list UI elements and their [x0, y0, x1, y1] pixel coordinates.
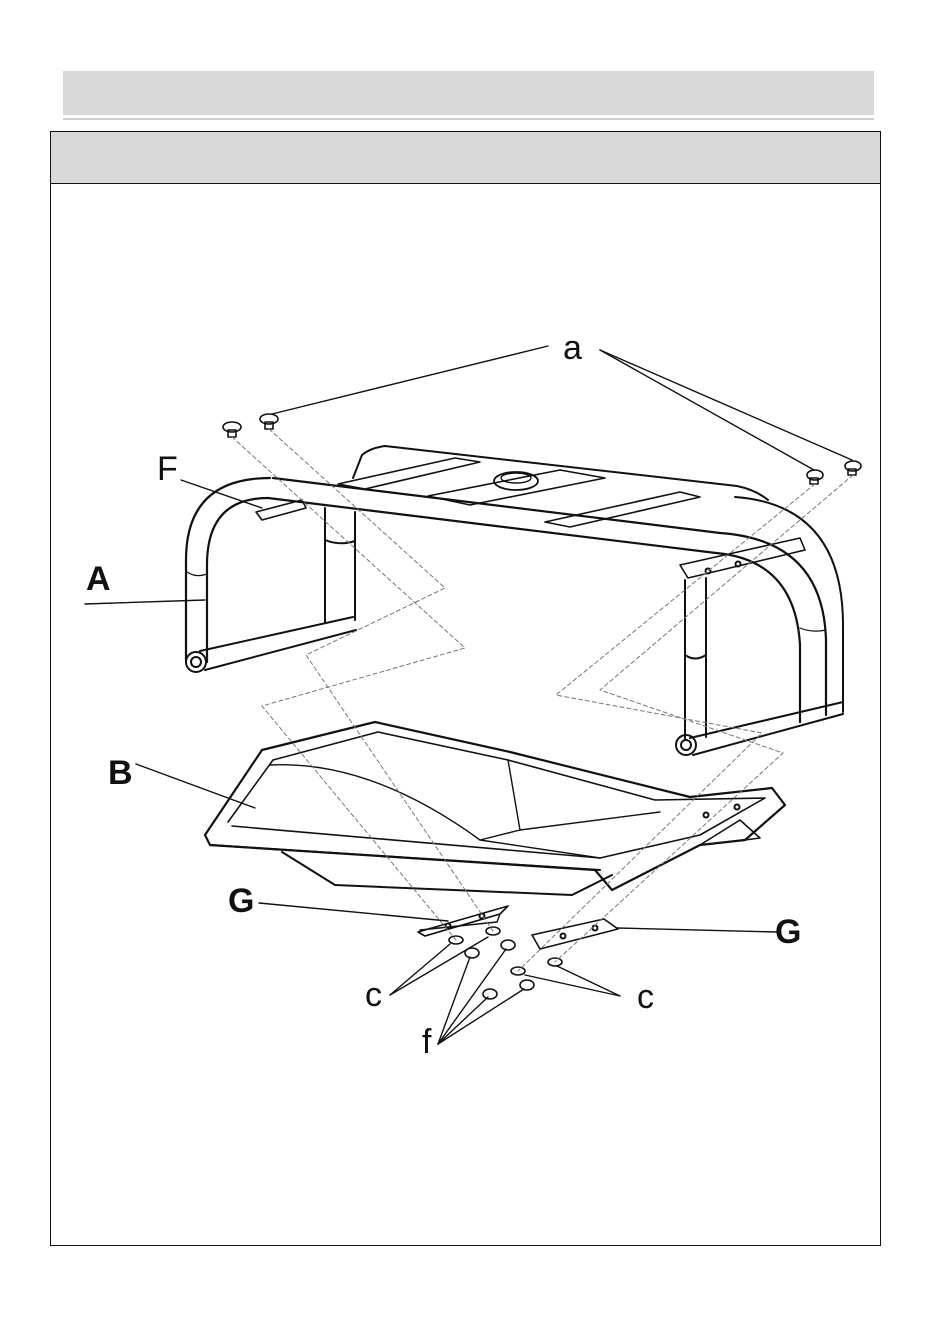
label-c-right: c [637, 978, 654, 1016]
bolt-right-1 [807, 470, 823, 484]
bolt-left-2 [260, 414, 278, 429]
leader-lines [85, 346, 852, 1044]
label-f: f [422, 1023, 432, 1061]
bolt-left-1 [223, 422, 241, 437]
label-c-left: c [365, 976, 382, 1014]
nut-washer-group [449, 927, 562, 999]
label-F: F [157, 450, 178, 488]
label-A: A [86, 560, 111, 598]
tray-part-B [205, 722, 785, 895]
label-B: B [108, 754, 133, 792]
frame-part-A [186, 446, 843, 755]
bolt-right-2 [845, 461, 861, 475]
label-G-left: G [228, 882, 254, 920]
label-a: a [563, 329, 582, 367]
label-G-right: G [775, 913, 801, 951]
